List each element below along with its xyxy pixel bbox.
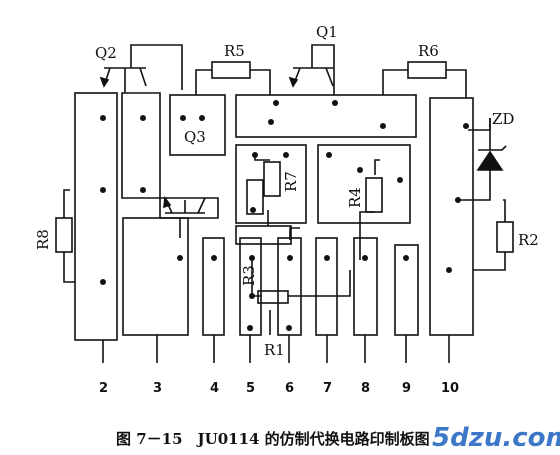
pin-number: 4	[210, 381, 219, 396]
r1-resistor-icon	[257, 290, 289, 304]
pin-number: 10	[441, 381, 459, 396]
pad-pin-4	[202, 237, 225, 336]
label-zd: ZD	[492, 110, 514, 128]
label-q3: Q3	[184, 128, 206, 146]
zd-zener-diode-icon	[476, 118, 507, 178]
r2-resistor-icon	[496, 221, 514, 253]
pad-pin-7	[315, 237, 338, 336]
label-r4: R4	[346, 187, 364, 208]
r7-resistor-icon	[263, 161, 281, 197]
pad-r4	[317, 144, 411, 224]
trace-bridge	[235, 225, 292, 245]
pin-number: 6	[285, 381, 294, 396]
q3-transistor-icon	[163, 195, 206, 214]
label-r2: R2	[518, 231, 539, 249]
pin-number: 9	[402, 381, 411, 396]
r6-resistor-icon	[407, 61, 447, 79]
label-q1: Q1	[316, 23, 338, 41]
q1-transistor-icon	[288, 67, 334, 88]
r8-resistor-icon	[55, 217, 73, 253]
pin-leads	[102, 335, 450, 363]
label-q2: Q2	[95, 44, 117, 62]
pad-pin-10	[429, 97, 474, 336]
pad-pin-2	[74, 92, 118, 341]
pin-number: 5	[246, 381, 255, 396]
solder-dots	[100, 100, 469, 331]
pin-number: 7	[323, 381, 332, 396]
jumper-wires	[63, 44, 506, 335]
pin-number: 3	[153, 381, 162, 396]
pin-number: 8	[361, 381, 370, 396]
label-r6: R6	[418, 42, 439, 60]
pin-number: 2	[99, 381, 108, 396]
trace-top-bus	[235, 94, 417, 138]
q2-transistor-icon	[99, 67, 147, 93]
figure-caption: 图 7－15 JU0114 的仿制代换电路印制板图	[116, 430, 430, 448]
label-r8: R8	[34, 229, 52, 250]
label-r1: R1	[264, 341, 285, 359]
pad-q3	[169, 94, 226, 156]
watermark-logo: 5dzu.com	[432, 423, 560, 453]
pad-pin-8	[353, 237, 378, 336]
pad-pin-6	[277, 237, 302, 336]
pad-pin-3	[122, 217, 189, 336]
label-r3: R3	[240, 265, 258, 286]
trace-q2-collector	[121, 92, 219, 219]
pad-r7-left	[235, 144, 307, 224]
r3-resistor-icon	[246, 179, 264, 215]
r5-resistor-icon	[211, 61, 251, 79]
label-r5: R5	[224, 42, 245, 60]
r4-resistor-icon	[365, 177, 383, 213]
label-r7: R7	[282, 171, 300, 192]
